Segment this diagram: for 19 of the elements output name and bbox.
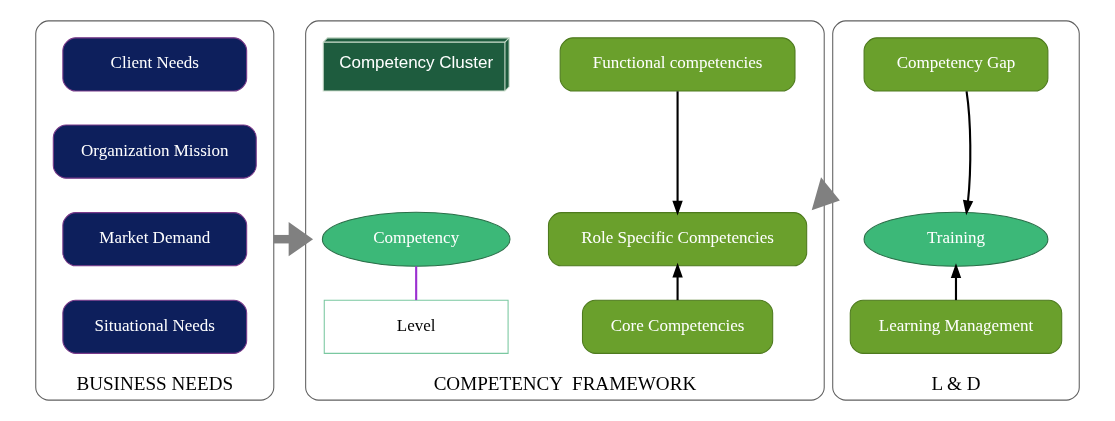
node-box: Level <box>323 299 509 354</box>
node-box: Client Needs <box>62 37 248 92</box>
node-box: Functional competencies <box>559 37 796 92</box>
node-ellipse: Competency <box>321 211 511 267</box>
arrow <box>962 91 974 216</box>
node-box: Market Demand <box>62 212 248 267</box>
arrow <box>273 222 314 257</box>
arrow <box>672 91 683 216</box>
node-box: Competency Gap <box>863 37 1049 92</box>
node-box: Organization Mission <box>52 124 257 179</box>
node-box: Core Competencies <box>581 299 774 354</box>
arrow <box>811 177 840 211</box>
node-box: Learning Management <box>849 299 1063 354</box>
node-ellipse: Training <box>863 211 1049 267</box>
arrow <box>950 263 962 301</box>
node-box: Situational Needs <box>62 299 248 354</box>
node-box: Role Specific Competencies <box>547 212 808 267</box>
arrow <box>672 262 683 301</box>
connector <box>415 266 418 301</box>
